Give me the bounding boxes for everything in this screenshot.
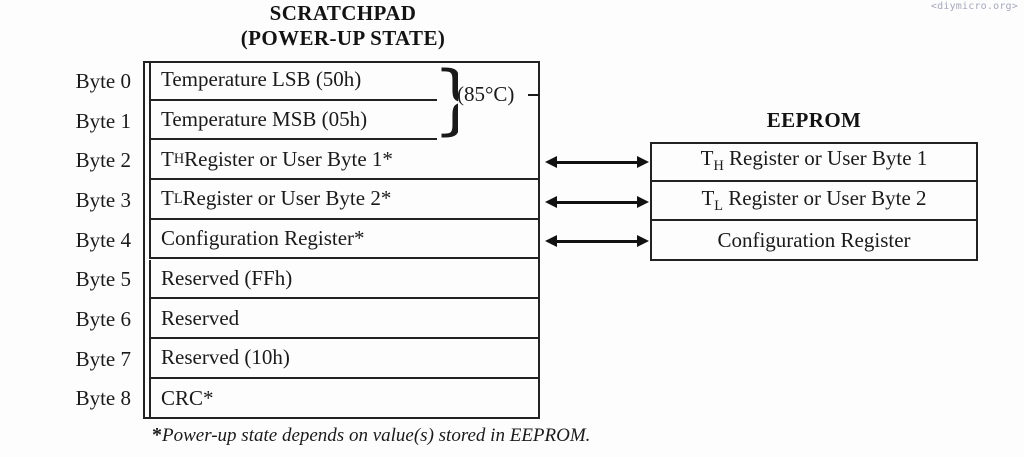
scratchpad-row-byte-1: Temperature MSB (05h) xyxy=(145,100,538,141)
footnote-marker: * xyxy=(152,424,162,446)
eeprom-row-th-register: TH Register or User Byte 1 xyxy=(652,142,976,182)
scratchpad-row-byte-7: Reserved (10h) xyxy=(145,338,538,379)
eeprom-row-configuration-register: Configuration Register xyxy=(652,221,976,261)
eeprom-title: EEPROM xyxy=(766,108,862,132)
byte-label-2: Byte 2 xyxy=(75,148,131,173)
arrow-configuration-register-link xyxy=(545,234,649,248)
arrow-shaft xyxy=(554,201,640,204)
arrowhead-right-icon xyxy=(637,196,649,208)
eeprom-cell-tl-register: TL Register or User Byte 2 xyxy=(701,185,927,214)
scratchpad-row-byte-8: CRC* xyxy=(145,378,538,419)
byte-label-3: Byte 3 xyxy=(75,187,131,212)
arrowhead-left-icon xyxy=(545,156,557,168)
scratchpad-cell-byte-4: Configuration Register* xyxy=(149,219,538,260)
eeprom-table: TH Register or User Byte 1 TL Register o… xyxy=(650,142,978,261)
scratchpad-cell-byte-0: Temperature LSB (50h) xyxy=(149,61,437,101)
scratchpad-row-byte-5: Reserved (FFh) xyxy=(145,259,538,300)
byte-label-0: Byte 0 xyxy=(75,68,131,93)
byte-label-8: Byte 8 xyxy=(75,386,131,411)
scratchpad-cell-byte-5: Reserved (FFh) xyxy=(149,259,538,300)
scratchpad-title-line2: (POWER-UP STATE) xyxy=(240,26,446,50)
byte-label-5: Byte 5 xyxy=(75,267,131,292)
footnote: *Power-up state depends on value(s) stor… xyxy=(152,425,590,445)
footnote-text: Power-up state depends on value(s) store… xyxy=(162,425,591,446)
arrowhead-left-icon xyxy=(545,196,557,208)
eeprom-cell-th-register: TH Register or User Byte 1 xyxy=(700,146,928,175)
scratchpad-cell-byte-1: Temperature MSB (05h) xyxy=(149,100,437,141)
byte-label-4: Byte 4 xyxy=(75,227,131,252)
arrowhead-right-icon xyxy=(637,235,649,247)
scratchpad-title-line1: SCRATCHPAD xyxy=(269,1,417,25)
arrowhead-right-icon xyxy=(637,156,649,168)
arrow-shaft xyxy=(554,240,640,243)
temperature-annotation: (85°C) xyxy=(457,82,515,106)
scratchpad-row-byte-4: Configuration Register* xyxy=(145,219,538,260)
scratchpad-table: Temperature LSB (50h) Temperature MSB (0… xyxy=(143,61,540,419)
temperature-brace: } xyxy=(432,57,458,141)
scratchpad-cell-byte-6: Reserved xyxy=(149,299,538,339)
arrowhead-left-icon xyxy=(545,235,557,247)
scratchpad-row-byte-6: Reserved xyxy=(145,299,538,339)
scratchpad-cell-byte-7: Reserved (10h) xyxy=(149,338,538,379)
arrow-tl-register-link xyxy=(545,195,649,209)
scratchpad-cell-byte-8: CRC* xyxy=(149,378,538,419)
byte-label-1: Byte 1 xyxy=(75,108,131,133)
arrow-th-register-link xyxy=(545,155,649,169)
byte-label-7: Byte 7 xyxy=(75,346,131,371)
scratchpad-title: SCRATCHPAD (POWER-UP STATE) xyxy=(145,1,541,51)
temperature-leader-line xyxy=(528,94,540,96)
scratchpad-row-byte-0: Temperature LSB (50h) xyxy=(145,61,538,101)
eeprom-row-tl-register: TL Register or User Byte 2 xyxy=(652,182,976,222)
watermark-label: <diymicro.org> xyxy=(930,1,1018,12)
arrow-shaft xyxy=(554,161,640,164)
byte-label-6: Byte 6 xyxy=(75,307,131,332)
eeprom-cell-configuration-register: Configuration Register xyxy=(717,228,911,253)
